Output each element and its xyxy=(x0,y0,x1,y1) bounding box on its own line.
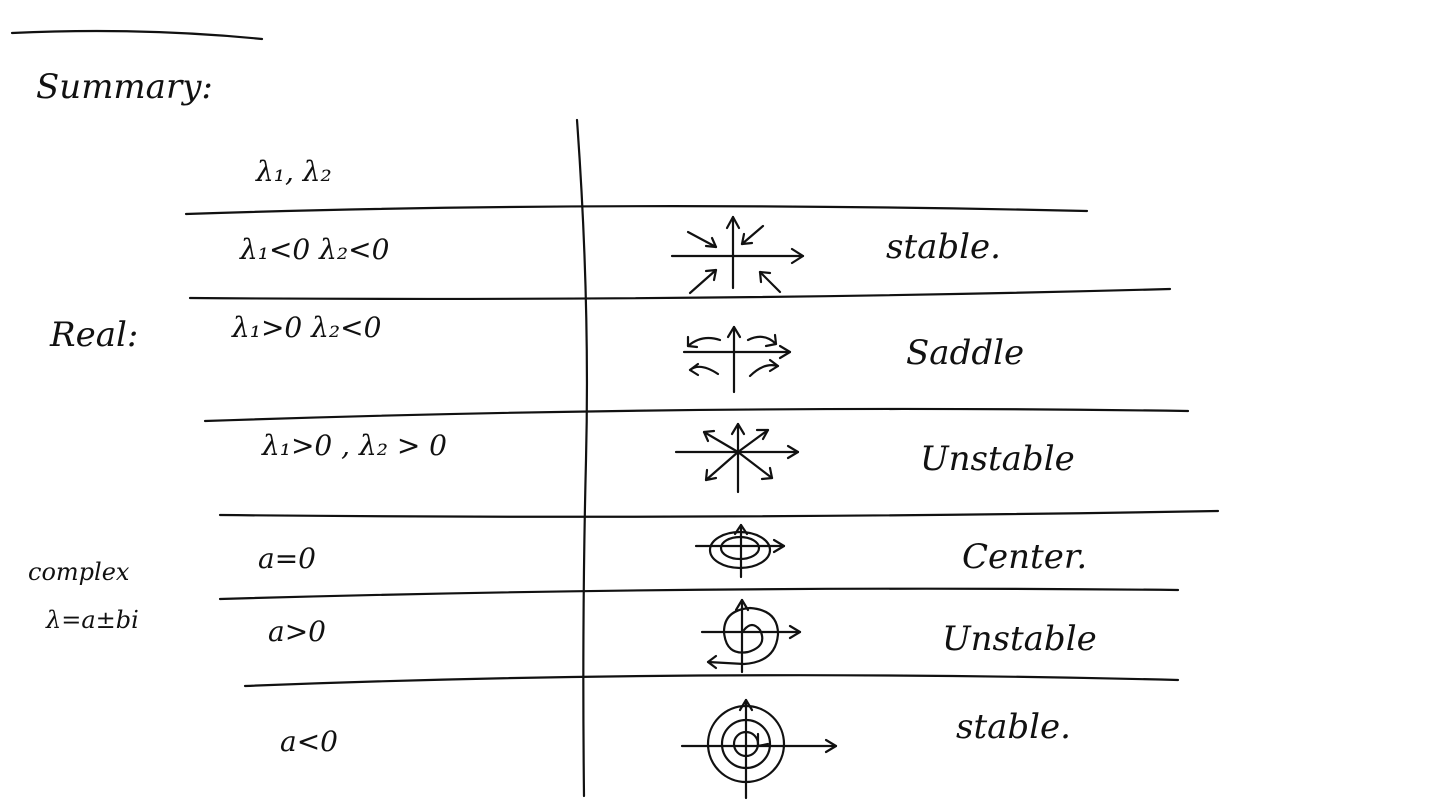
stable-spiral-icon xyxy=(680,698,838,800)
table-rule-1 xyxy=(184,205,1089,216)
column-header: λ₁, λ₂ xyxy=(256,155,332,188)
row-condition: λ₁>0 , λ₂ > 0 xyxy=(262,429,447,462)
unstable-spiral-icon xyxy=(700,598,802,674)
group-label-real: Real: xyxy=(50,315,139,355)
row-condition: a<0 xyxy=(280,725,338,758)
heading: Summary: xyxy=(36,67,213,107)
row-classification: Saddle xyxy=(906,333,1025,373)
row-classification: stable. xyxy=(956,707,1071,747)
top-rule xyxy=(10,29,264,41)
group-label-complex: complex xyxy=(28,558,130,586)
row-condition: λ₁>0 λ₂<0 xyxy=(232,311,382,344)
center-icon xyxy=(694,523,786,579)
table-rule-6 xyxy=(243,674,1180,688)
stable-node-icon xyxy=(670,215,805,295)
group-label-complex-form: λ=a±bi xyxy=(46,606,139,634)
table-rule-5 xyxy=(218,587,1180,601)
table-rule-3 xyxy=(203,407,1190,423)
unstable-node-icon xyxy=(674,422,800,494)
row-condition: a>0 xyxy=(268,615,326,648)
row-classification: Unstable xyxy=(942,619,1097,659)
saddle-icon xyxy=(682,325,792,394)
row-condition: λ₁<0 λ₂<0 xyxy=(240,233,390,266)
table-rule-2 xyxy=(188,287,1172,301)
row-classification: stable. xyxy=(886,227,1001,267)
row-classification: Unstable xyxy=(920,439,1075,479)
table-divider-vertical xyxy=(575,118,589,798)
table-rule-4 xyxy=(218,509,1220,518)
row-classification: Center. xyxy=(962,537,1088,577)
row-condition: a=0 xyxy=(258,542,316,575)
